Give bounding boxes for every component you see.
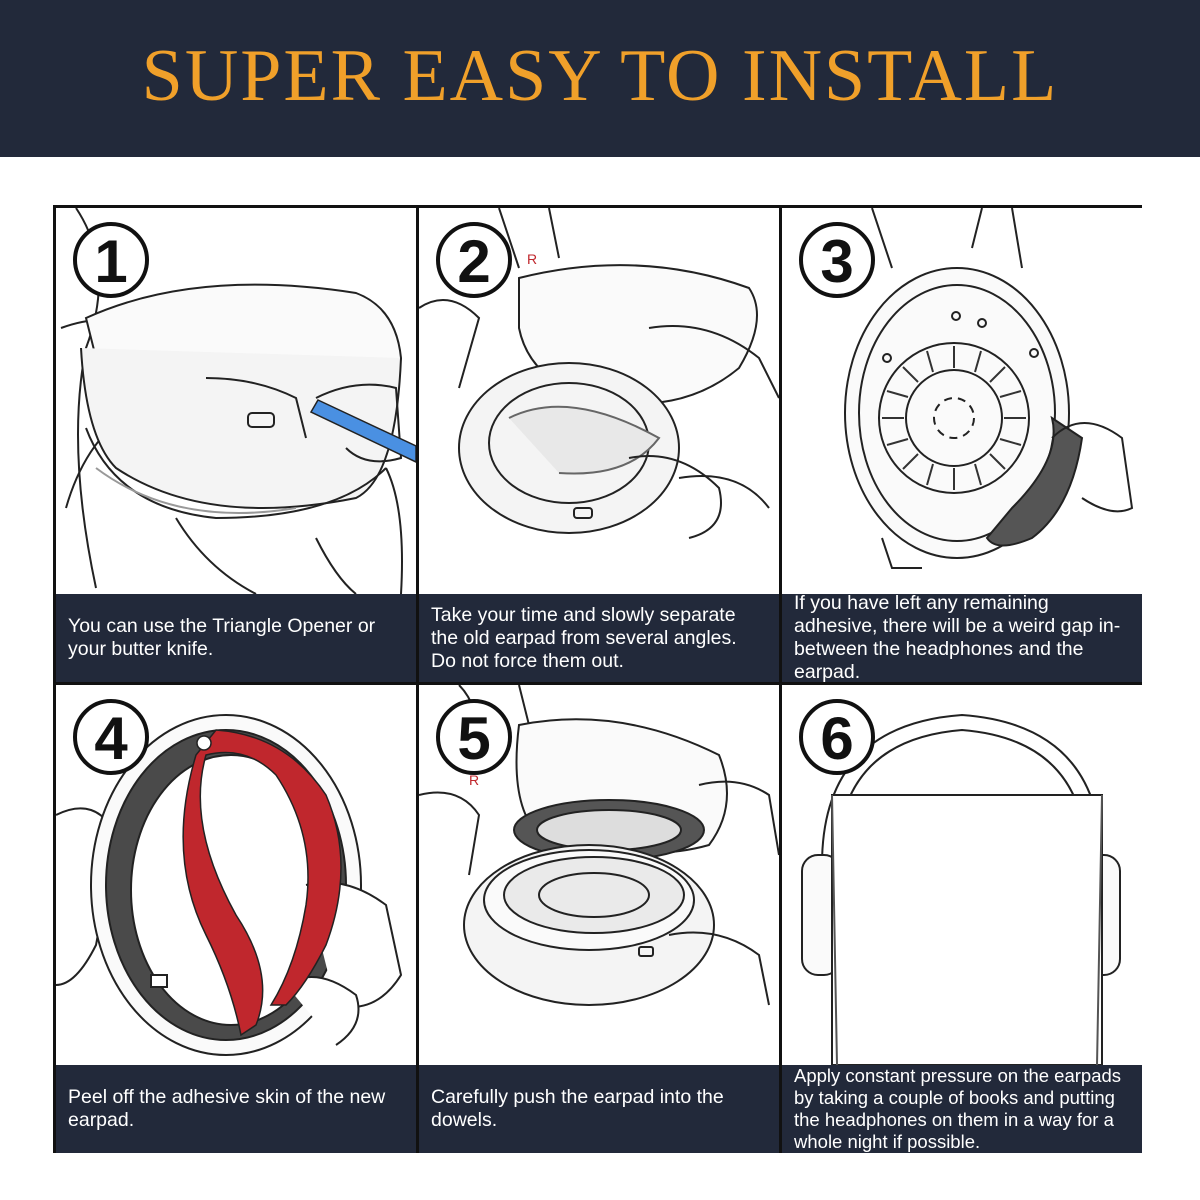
step-panel-3: 3 If you have left any remaining adhesiv… — [782, 208, 1142, 683]
step-1-number: 1 — [94, 228, 127, 295]
step-3-number-circle — [799, 222, 875, 298]
step-3-number: 3 — [820, 228, 853, 295]
instruction-grid: 1 You can use the Triangle Opener or you… — [53, 205, 1142, 1153]
divider — [779, 208, 782, 1153]
step-2-caption: Take your time and slowly separate the o… — [419, 594, 779, 682]
step-4-number-circle — [73, 699, 149, 775]
step-6-number: 6 — [820, 705, 853, 772]
step-panel-5: R 5 Carefully push the earpad into the d… — [419, 685, 779, 1153]
step-4-illustration: 4 — [56, 699, 403, 1056]
svg-text:R: R — [469, 772, 479, 788]
divider — [56, 682, 1142, 685]
step-5-number: 5 — [457, 705, 490, 772]
step-5-caption: Carefully push the earpad into the dowel… — [419, 1065, 779, 1153]
step-5-illustration: R 5 — [419, 685, 779, 1006]
adhesive-skin — [182, 729, 342, 1037]
step-3-caption: If you have left any remaining adhesive,… — [782, 592, 1142, 683]
triangle-opener-tool — [309, 399, 416, 463]
step-panel-1: 1 You can use the Triangle Opener or you… — [56, 208, 416, 682]
svg-text:R: R — [527, 251, 537, 267]
step-1-illustration: 1 — [60, 208, 416, 594]
header-banner: SUPER EASY TO INSTALL — [0, 0, 1200, 157]
step-panel-6: 6 Apply constant pressure on the earpads… — [782, 685, 1142, 1153]
divider — [416, 208, 419, 1153]
step-6-number-circle — [799, 699, 875, 775]
step-4-number: 4 — [94, 705, 128, 772]
step-1-number-circle — [73, 222, 149, 298]
step-6-illustration: 6 — [799, 699, 1121, 1065]
step-6-caption: Apply constant pressure on the earpads b… — [782, 1065, 1142, 1153]
step-5-number-circle — [436, 699, 512, 775]
step-4-caption: Peel off the adhesive skin of the new ea… — [56, 1065, 416, 1153]
step-3-illustration: 3 — [799, 208, 1134, 569]
step-2-illustration: R 2 — [419, 208, 779, 539]
books-stack — [831, 794, 1103, 1065]
step-panel-4: 4 Peel off the adhesive skin of the new … — [56, 685, 416, 1153]
step-2-number-circle — [436, 222, 512, 298]
step-panel-2: R 2 Take your time and slowly separate t… — [419, 208, 779, 682]
step-1-caption: You can use the Triangle Opener or your … — [56, 594, 416, 682]
page-title: SUPER EASY TO INSTALL — [141, 35, 1059, 117]
step-2-number: 2 — [457, 228, 490, 295]
